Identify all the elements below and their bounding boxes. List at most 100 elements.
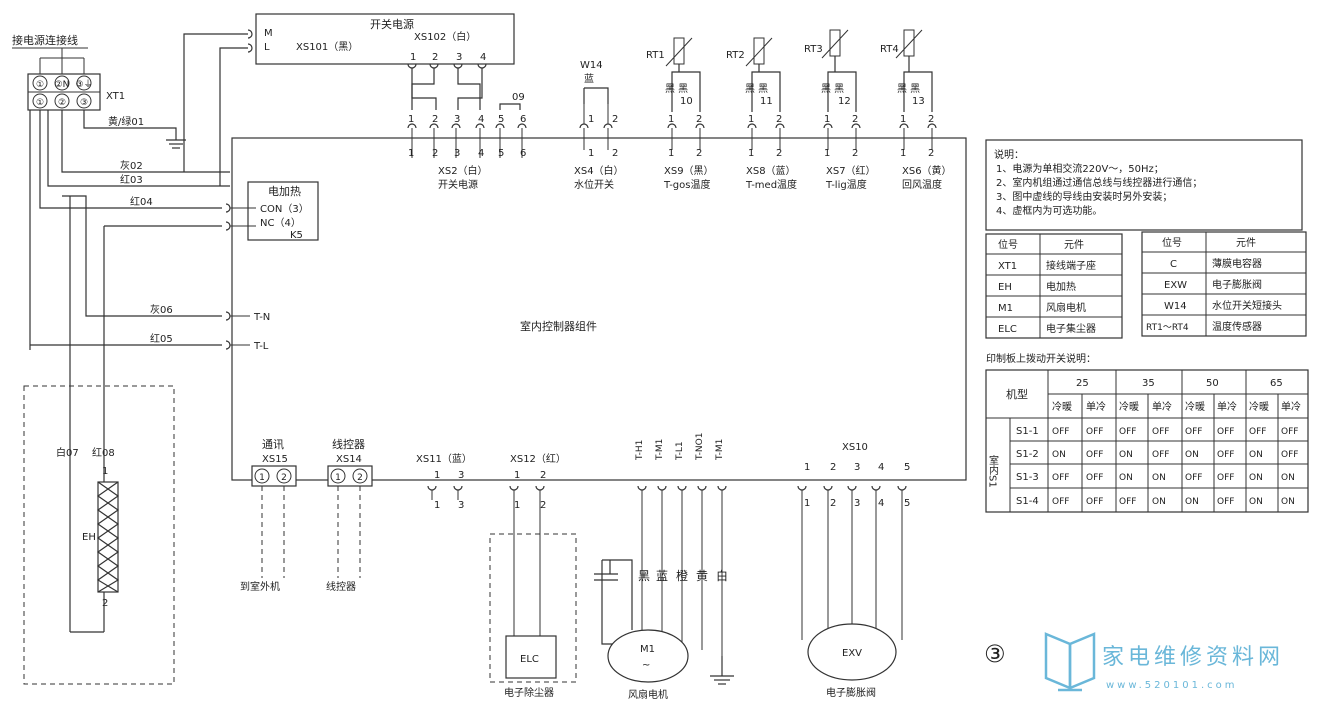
legend-left-r2-c2: 电加热 — [1046, 280, 1076, 293]
xs10-pin-2b: 2 — [830, 498, 836, 509]
dip-cell: ON — [1119, 450, 1133, 460]
xs10-pin-3: 3 — [854, 462, 860, 473]
legend-right-r3-c2: 水位开关短接头 — [1212, 299, 1282, 312]
dip-switch-table: 印制板上拨动开关说明： 机型 25 35 50 65 冷暖 单冷 冷暖 单冷 冷… — [985, 352, 1309, 513]
xs102-pin-1: 1 — [410, 52, 416, 63]
eh-pin-2: 2 — [102, 598, 108, 609]
xs11-pin-1: 1 — [434, 470, 440, 481]
xs10-label: XS10 — [842, 442, 868, 453]
xs10-pin-1: 1 — [804, 462, 810, 473]
xs15-pin-2: 2 — [281, 473, 287, 483]
xs12-pin-1: 1 — [514, 470, 520, 481]
motor-ref: M1 — [640, 644, 655, 655]
dip-cell: OFF — [1185, 473, 1202, 483]
switch-power-module: 开关电源 M L XS101（黑） XS102（白） 1 2 3 4 — [247, 13, 515, 110]
sensor-rt2-pin-1: 1 — [748, 114, 754, 125]
heater-k5: K5 — [290, 230, 303, 241]
dip-mode-25-a: 冷暖 — [1052, 400, 1072, 413]
sensor-rt2-num: 11 — [760, 96, 773, 107]
sensor-rt1-pin-1b: 1 — [668, 148, 674, 159]
sensor-rt3-pin-2: 2 — [852, 114, 858, 125]
terminal-top-3: ③⏚ — [75, 79, 92, 90]
dip-cell: OFF — [1086, 450, 1103, 460]
terminal-block-title: 接电源连接线 — [12, 33, 78, 47]
dip-cell: OFF — [1281, 450, 1298, 460]
xs2-top-pin-3: 3 — [454, 114, 460, 125]
xs4-label: XS4（白） — [574, 164, 624, 177]
dip-cell: ON — [1249, 473, 1263, 483]
notes-box: 说明： 1、电源为单相交流220V～，50Hz； 2、室内机组通过通信总线与线控… — [985, 139, 1303, 231]
xs15-label: XS15 — [262, 454, 288, 465]
dip-mode-35-a: 冷暖 — [1119, 400, 1139, 413]
dip-cell: ON — [1152, 497, 1166, 507]
xs2-top-pin-4: 4 — [478, 114, 484, 125]
dip-mode-50-b: 单冷 — [1217, 400, 1237, 413]
xs12-connector: XS12（红） 1 2 1 2 ELC 电子除尘器 — [489, 452, 577, 699]
sensor-rt1-wires: 黑 黑 — [665, 83, 688, 95]
sensor-rt3-label: XS7（红） — [826, 164, 876, 177]
legend-left-h2: 元件 — [1064, 239, 1084, 251]
dip-cell: OFF — [1152, 450, 1169, 460]
legend-left-h1: 位号 — [998, 238, 1018, 251]
xs10-exv: XS10 1 2 3 4 5 1 2 3 4 5 EXV 电子膨胀阀 — [797, 442, 910, 699]
xs2-bottom-pin-4: 4 — [478, 148, 484, 159]
dip-cell: OFF — [1052, 497, 1069, 507]
wire-gray02: 灰02 — [120, 159, 143, 172]
wire-gray06: 灰06 — [150, 303, 173, 316]
legend-right-h1: 位号 — [1162, 236, 1182, 249]
sensor-rt1-ref: RT1 — [646, 50, 665, 61]
dip-cell: OFF — [1086, 427, 1103, 437]
xs2-bottom-pin-1: 1 — [408, 148, 414, 159]
legend-left-r4-c2: 电子集尘器 — [1046, 322, 1096, 335]
terminal-top-1: ① — [36, 80, 44, 90]
eh-ref: EH — [82, 532, 96, 543]
sensor-rt1-label: XS9（黑） — [664, 165, 714, 177]
motor-symbol: ~ — [642, 660, 650, 671]
xs11-pin-3: 3 — [458, 470, 464, 481]
controller-title: 室内控制器组件 — [520, 319, 597, 333]
sensor-rt4-pin-2b: 2 — [928, 148, 934, 159]
fan-wire-yellow: 黄 — [696, 569, 708, 583]
xs10-pin-4: 4 — [878, 462, 884, 473]
notes-line-4: 4、虚框内为可选功能。 — [996, 204, 1102, 217]
dip-cell: ON — [1281, 473, 1295, 483]
dip-cell: OFF — [1249, 427, 1266, 437]
fan-wire-black: 黑 — [638, 569, 650, 583]
wire-red08: 红08 — [92, 446, 115, 459]
electric-heater-eh: 白07 红08 1 2 EH — [23, 385, 175, 685]
xs2-top-pin-2: 2 — [432, 114, 438, 125]
notes-line-1: 1、电源为单相交流220V～，50Hz； — [996, 162, 1164, 175]
dip-cell: ON — [1119, 473, 1133, 483]
dip-row-name: S1-2 — [1016, 449, 1039, 460]
sensor-rt1-pin-2b: 2 — [696, 148, 702, 159]
elc-ref: ELC — [520, 654, 539, 665]
fan-pin-tno1: T-NO1 — [695, 433, 705, 461]
wire-red04: 红04 — [130, 195, 153, 208]
dip-cell: OFF — [1119, 497, 1136, 507]
xs10-pin-1b: 1 — [804, 498, 810, 509]
sensor-rt2-wires: 黑 黑 — [745, 83, 768, 95]
sensor-rt1: RT1 黑 黑 10 1 2 1 2 XS9（黑） T-gos温度 — [646, 37, 714, 191]
wire-ctrl-label: 线控器 — [332, 437, 365, 451]
xs2-bottom-pin-5: 5 — [498, 148, 504, 159]
xs2-bottom-pin-3: 3 — [454, 148, 460, 159]
terminal-block: 接电源连接线 ① ②N ③⏚ ① ② ③ XT1 — [12, 33, 125, 111]
legend-right-h2: 元件 — [1236, 237, 1256, 249]
xs12-pin-1b: 1 — [514, 500, 520, 511]
xs2-top-pin-6: 6 — [520, 114, 526, 125]
xs4-top-pin-2: 2 — [612, 114, 618, 125]
sensor-rt4-sub: 回风温度 — [902, 178, 942, 191]
switch-power-pin-l: L — [264, 42, 270, 53]
xs10-pin-3b: 3 — [854, 498, 860, 509]
dip-model-50: 50 — [1206, 378, 1219, 389]
exv-ref: EXV — [842, 648, 862, 659]
sensor-rt2-pin-2b: 2 — [776, 148, 782, 159]
xs15-comm: 通讯 XS15 1 2 到室外机 — [240, 438, 297, 593]
legend-right-r2-c2: 电子膨胀阀 — [1212, 278, 1262, 291]
xs2-bottom-pin-2: 2 — [432, 148, 438, 159]
logo-sub: www.520101.com — [1106, 680, 1238, 691]
sensor-rt3-sub: T-lig温度 — [825, 178, 867, 191]
dip-cell: OFF — [1052, 473, 1069, 483]
legend-right-r1-c1: C — [1170, 259, 1177, 270]
page-number: ③ — [984, 640, 1006, 668]
